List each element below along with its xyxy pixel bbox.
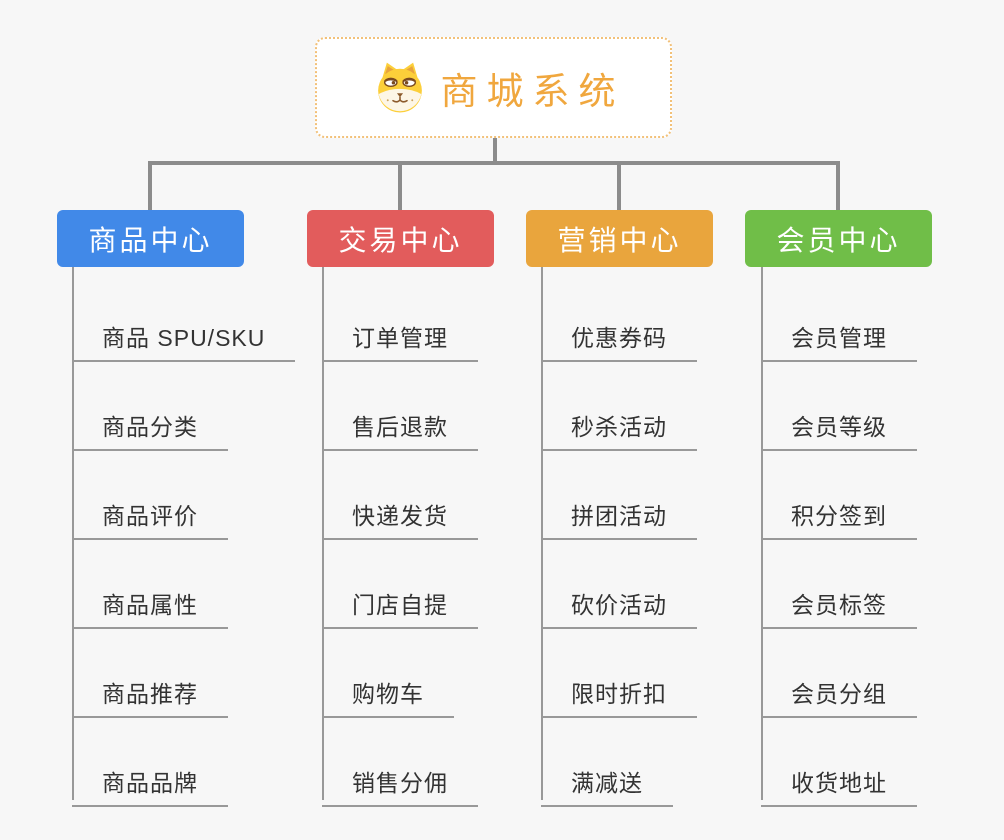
branch-spine-product [72,267,74,800]
sub-item-full-reduction[interactable]: 满减送 [541,752,673,807]
sub-item-bargain-activity[interactable]: 砍价活动 [541,574,697,629]
sub-item-product-spu-sku[interactable]: 商品 SPU/SKU [72,307,296,362]
sub-item-product-brand[interactable]: 商品品牌 [72,752,228,807]
root-title: 商城系统 [440,70,625,112]
sub-item-member-management[interactable]: 会员管理 [761,307,917,362]
branch-node-member-center[interactable]: 会员中心 [745,210,932,267]
sub-item-group-buy[interactable]: 拼团活动 [541,485,697,540]
root-node[interactable]: 商城系统 [315,37,672,138]
sub-item-coupon-code[interactable]: 优惠券码 [541,307,697,362]
connector-drop-member [836,161,840,210]
sub-item-product-category[interactable]: 商品分类 [72,396,228,451]
sub-item-shipping-address[interactable]: 收货地址 [761,752,917,807]
branch-spine-member [761,267,763,800]
branch-spine-trade [322,267,324,800]
branch-node-marketing-center[interactable]: 营销中心 [526,210,713,267]
sub-item-product-attribute[interactable]: 商品属性 [72,574,228,629]
sub-item-member-tags[interactable]: 会员标签 [761,574,917,629]
sub-item-member-groups[interactable]: 会员分组 [761,663,917,718]
sub-item-flash-sale[interactable]: 秒杀活动 [541,396,697,451]
connector-root-stub [493,138,497,164]
connector-drop-product [148,161,152,210]
sub-item-points-checkin[interactable]: 积分签到 [761,485,917,540]
sub-item-store-pickup[interactable]: 门店自提 [322,574,478,629]
sub-item-product-review[interactable]: 商品评价 [72,485,228,540]
sub-item-order-management[interactable]: 订单管理 [322,307,478,362]
sub-item-aftersale-refund[interactable]: 售后退款 [322,396,478,451]
sub-item-sales-commission[interactable]: 销售分佣 [322,752,478,807]
sub-item-express-shipping[interactable]: 快递发货 [322,485,478,540]
connector-trunk [148,161,840,165]
branch-spine-marketing [541,267,543,800]
branch-node-product-center[interactable]: 商品中心 [57,210,244,267]
dog-face-icon [377,62,422,112]
sub-item-limited-time-discount[interactable]: 限时折扣 [541,663,697,718]
connector-drop-trade [398,161,402,210]
branch-node-trade-center[interactable]: 交易中心 [307,210,494,267]
sub-item-member-level[interactable]: 会员等级 [761,396,917,451]
sub-item-product-recommend[interactable]: 商品推荐 [72,663,228,718]
connector-drop-marketing [617,161,621,210]
sub-item-shopping-cart[interactable]: 购物车 [322,663,454,718]
